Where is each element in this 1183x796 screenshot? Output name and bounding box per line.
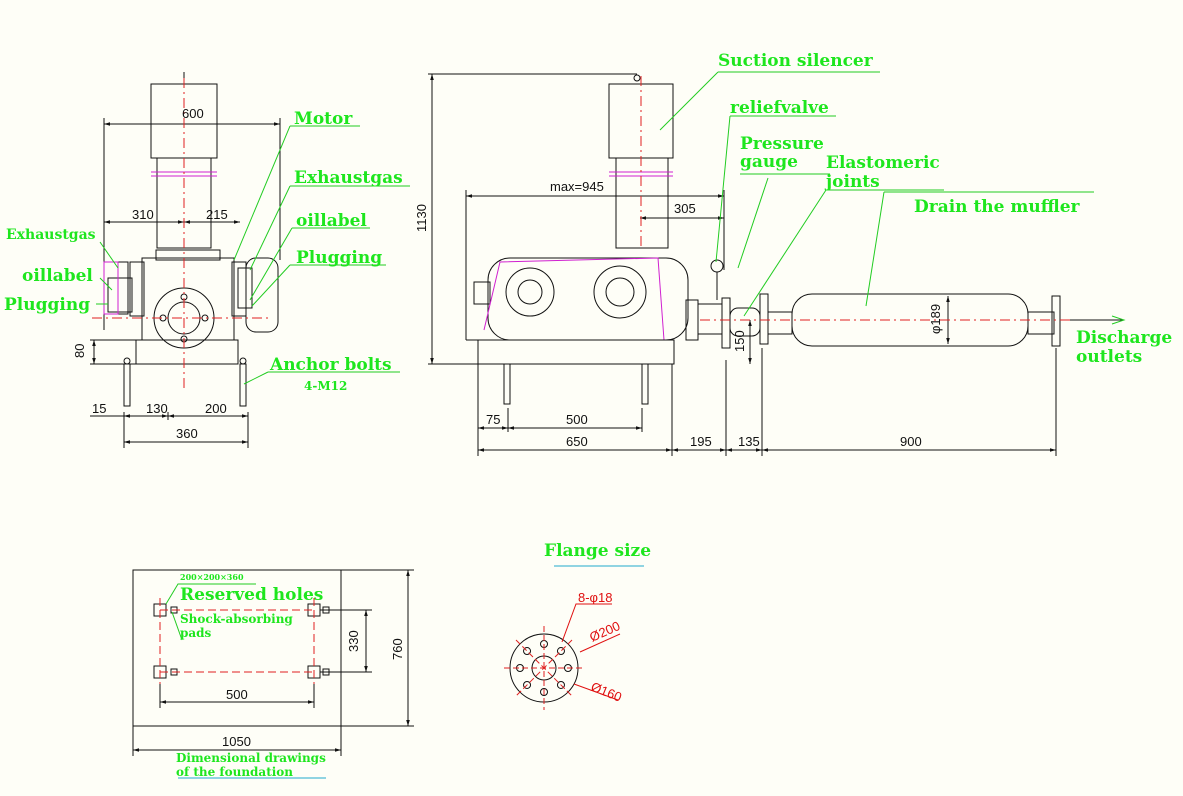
label-flange-size: Flange size	[544, 541, 651, 561]
side-view	[428, 73, 1126, 456]
dim-front-80: 80	[72, 344, 87, 358]
dim-found-500: 500	[226, 687, 248, 702]
dim-side-500: 500	[566, 412, 588, 427]
dim-side-195: 195	[690, 434, 712, 449]
label-discharge-line2: outlets	[1076, 347, 1142, 367]
label-motor: Motor	[294, 109, 353, 129]
flange-detail	[504, 565, 644, 710]
dim-side-305: 305	[674, 201, 696, 216]
label-reserved-holes: Reserved holes	[180, 585, 323, 605]
dim-side-1130: 1130	[414, 204, 429, 232]
flange-bolt-hole	[540, 688, 548, 696]
dim-side-135: 135	[738, 434, 760, 449]
label-reserved-spec: 200×200×360	[180, 572, 244, 582]
foundation-leaders	[165, 583, 326, 779]
side-leaders	[659, 71, 1094, 317]
flange-bolt-hole	[556, 680, 565, 689]
flange-bolt-hole	[556, 647, 565, 656]
label-foundation-caption-line1: Dimensional drawings	[176, 751, 326, 765]
label-exhaust-gas-right: Exhaustgas	[294, 168, 403, 188]
dim-found-760: 760	[390, 638, 405, 660]
label-foundation-caption-line2: of the foundation	[176, 765, 293, 779]
label-plugging-left: Plugging	[4, 295, 90, 315]
dim-flange-pcd: Ø160	[589, 679, 624, 705]
label-relief-valve: reliefvalve	[730, 98, 829, 118]
dim-front-600: 600	[182, 106, 204, 121]
label-suction-silencer: Suction silencer	[718, 51, 874, 71]
dim-front-360: 360	[176, 426, 198, 441]
dim-front-200: 200	[205, 401, 227, 416]
dim-front-130: 130	[146, 401, 168, 416]
label-oil-label-right: oillabel	[296, 211, 367, 231]
dim-side-150: 150	[732, 330, 747, 352]
label-shock-pads-line1: Shock-absorbing	[180, 612, 293, 626]
dim-side-max945: max=945	[550, 179, 604, 194]
dim-found-330: 330	[346, 630, 361, 652]
dim-front-15: 15	[92, 401, 106, 416]
flange-bolt-hole	[523, 647, 532, 656]
label-exhaust-gas-left: Exhaustgas	[6, 227, 96, 243]
label-discharge-line1: Discharge	[1076, 328, 1172, 348]
front-view	[90, 72, 281, 448]
label-pressure-gauge-line1: Pressure	[740, 134, 824, 154]
label-anchor-bolts-spec: 4-M12	[304, 379, 347, 393]
dim-side-900: 900	[900, 434, 922, 449]
foundation-plan	[132, 569, 414, 756]
label-oil-label-left: oillabel	[22, 266, 93, 286]
label-shock-pads-line2: pads	[180, 626, 212, 640]
label-elastomeric-line2: joints	[824, 172, 880, 192]
dim-side-650: 650	[566, 434, 588, 449]
dim-side-75: 75	[486, 412, 500, 427]
dim-front-215: 215	[206, 207, 228, 222]
dim-muffler-dia: φ189	[928, 304, 943, 334]
label-plugging-right: Plugging	[296, 248, 382, 268]
label-pressure-gauge-line2: gauge	[740, 152, 798, 172]
label-anchor-bolts: Anchor bolts	[269, 355, 392, 375]
dim-front-310: 310	[132, 207, 154, 222]
front-leaders	[96, 125, 410, 385]
label-elastomeric-line1: Elastomeric	[826, 153, 940, 173]
dim-flange-holes: 8-φ18	[578, 590, 612, 605]
label-drain-muffler: Drain the muffler	[914, 197, 1081, 217]
flange-bolt-hole	[523, 680, 532, 689]
dim-found-1050: 1050	[222, 734, 251, 749]
